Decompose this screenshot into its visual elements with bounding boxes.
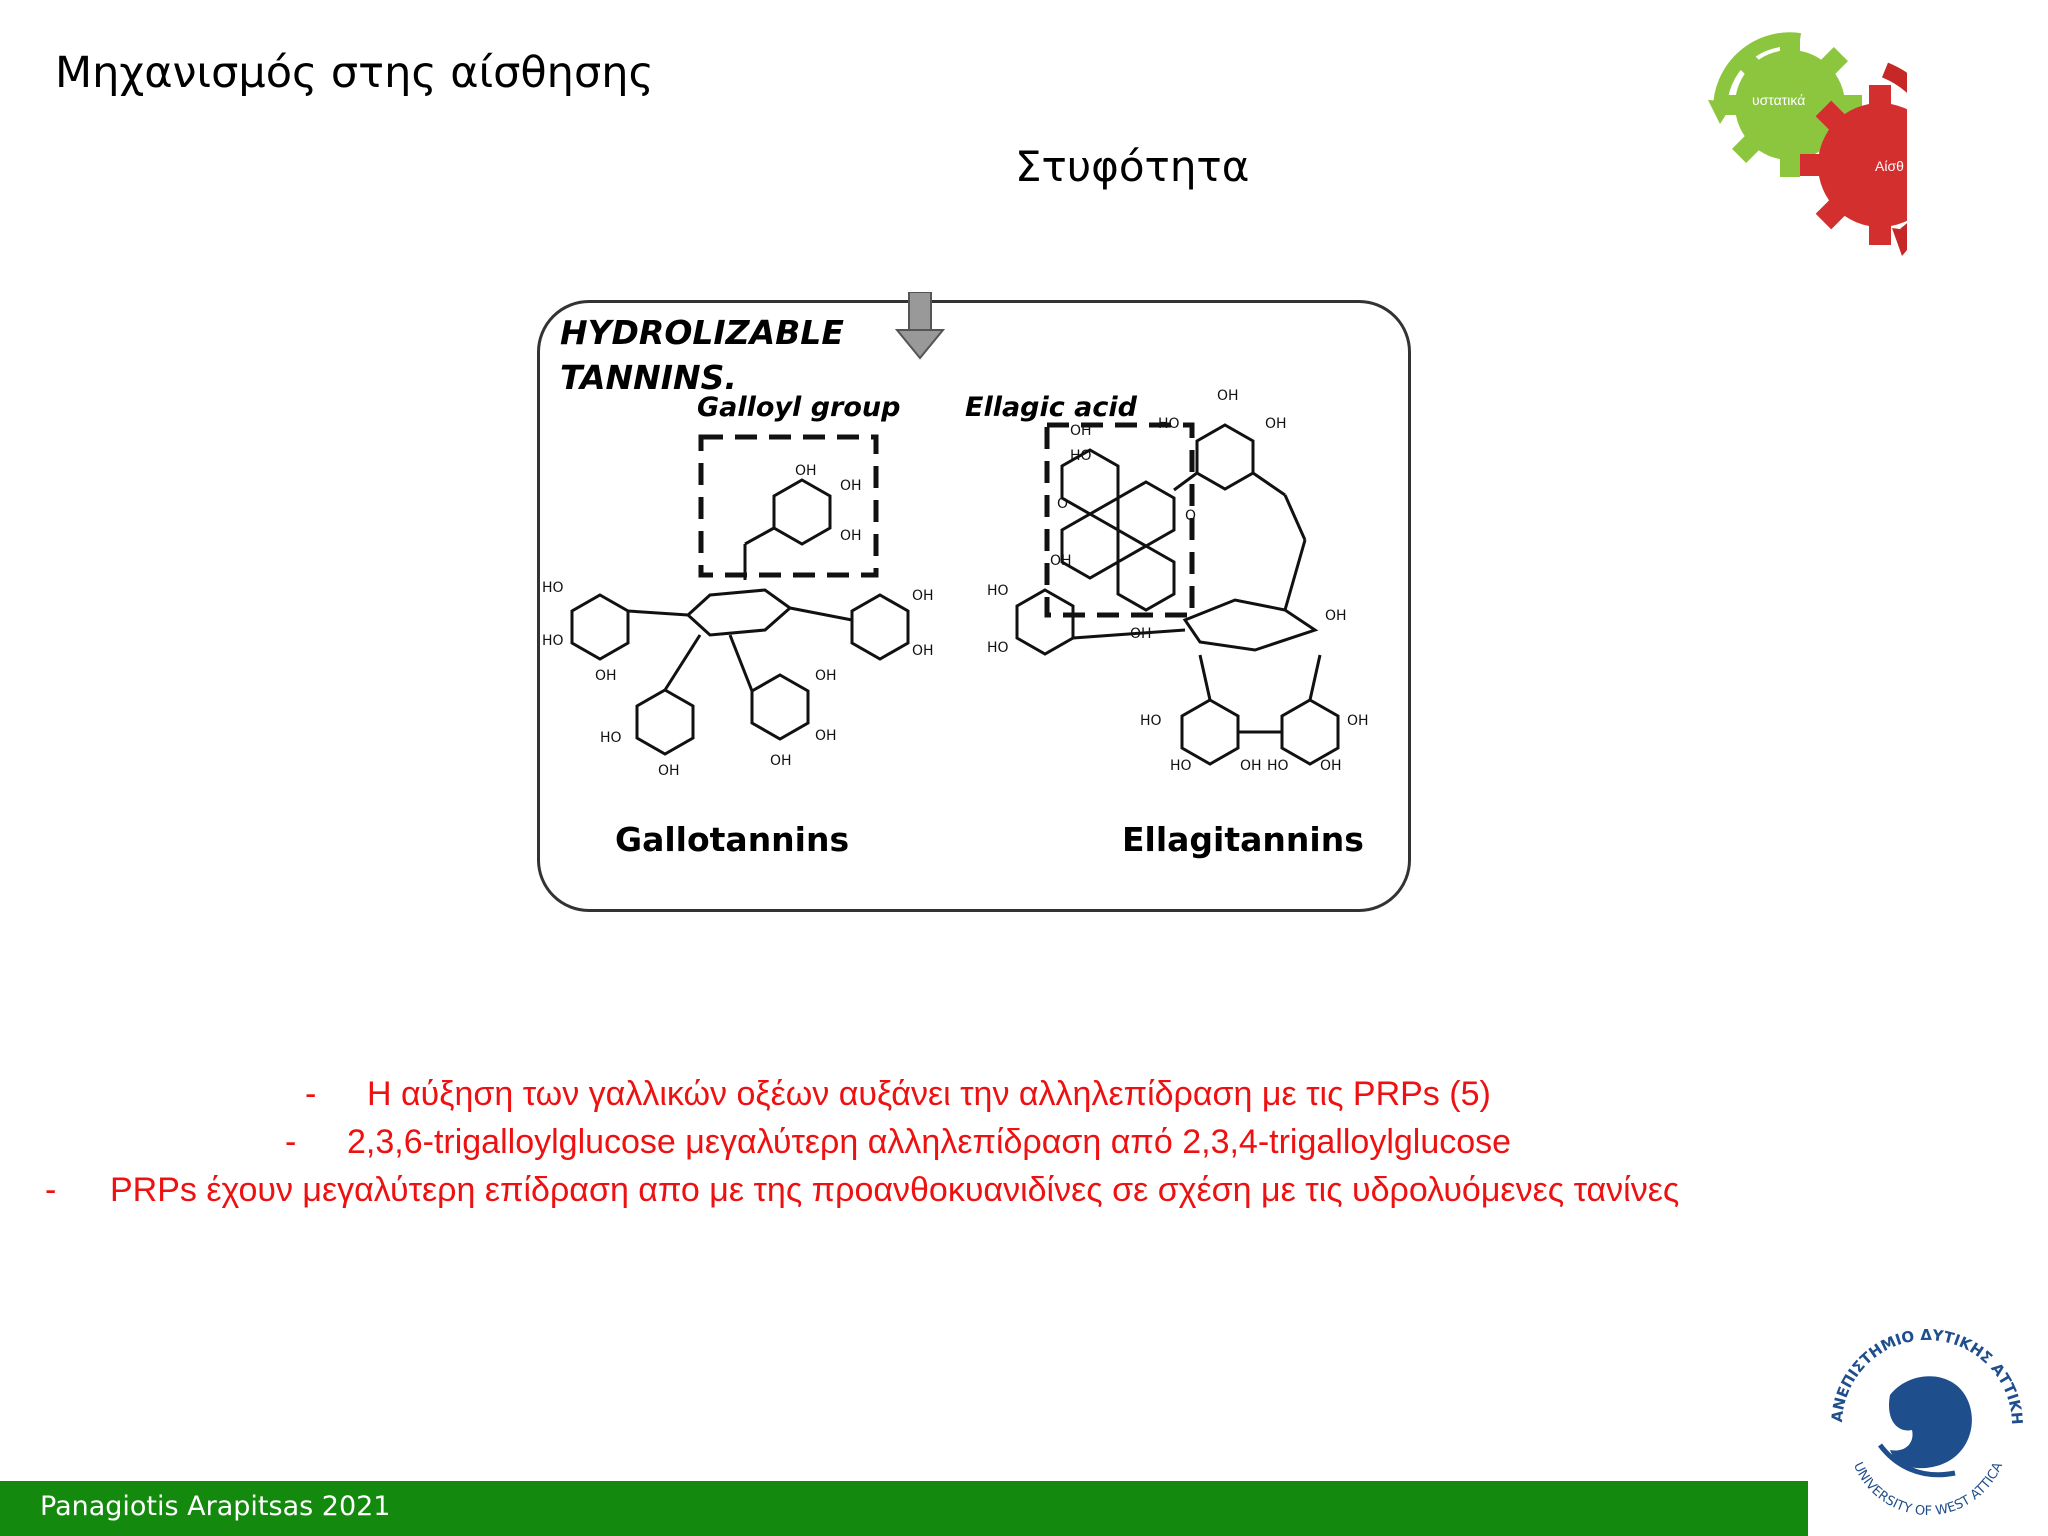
ho-label: HO [1158,416,1180,432]
oh-label: OH [658,763,680,779]
oh-label: OH [795,463,817,479]
oh-label: OH [815,728,837,744]
gears-graphic: υστατικά Αίσθ [1690,20,1953,290]
ellagitannins-label: Ellagitannins [1122,820,1364,859]
gallotannin-structure: OH OH OH HO HO OH OH OH HO OH OH OH OH [542,434,934,779]
ho-label: HO [1140,713,1162,729]
oh-label: OH [840,478,862,494]
o-label: O [1057,496,1068,512]
bullet-dash: - [285,1123,297,1161]
bullet-item: - PRPs έχουν μεγαλύτερη επίδραση απο με τ… [45,1171,1679,1210]
ho-label: HO [542,633,564,649]
logo-ring-bottom: UNIVERSITY OF WEST ATTICA [1850,1460,2006,1519]
oh-label: OH [815,668,837,684]
bullet-text: PRPs έχουν μεγαλύτερη επίδραση απο με τη… [110,1171,1680,1209]
o-label: O [1185,508,1196,524]
ho-label: HO [987,640,1009,656]
oh-label: OH [770,753,792,769]
bullet-item: - Η αύξηση των γαλλικών οξέων αυξάνει την… [305,1075,1491,1114]
ellagic-acid-label: Ellagic acid [965,392,1137,423]
bullet-text: Η αύξηση των γαλλικών οξέων αυξάνει την … [367,1075,1491,1113]
oh-label: OH [1347,713,1369,729]
bullet-dash: - [305,1075,317,1113]
slide-subtitle: Στυφότητα [1015,142,1250,191]
ho-label: HO [987,583,1009,599]
svg-text:UNIVERSITY OF WEST ATTICA: UNIVERSITY OF WEST ATTICA [1850,1460,2006,1519]
diagram-heading-line1: HYDROLIZABLE [560,313,844,352]
oh-label: OH [1070,423,1092,439]
galloyl-group-label: Galloyl group [697,392,901,423]
oh-label: OH [595,668,617,684]
bullet-dash: - [45,1171,57,1209]
footer-author: Panagiotis Arapitsas 2021 [40,1491,391,1522]
oh-label: OH [1265,416,1287,432]
ho-label: HO [1170,758,1192,774]
ho-label: HO [1267,758,1289,774]
gallotannins-label: Gallotannins [615,820,850,859]
gears-icon [1708,20,1953,290]
footer-bar: Panagiotis Arapitsas 2021 [0,1481,1808,1536]
oh-label: OH [912,643,934,659]
bullet-item: - 2,3,6-trigalloylglucose μεγαλύτερη αλλη… [285,1123,1511,1162]
university-logo-icon: ΠΑΝΕΠΙΣΤΗΜΙΟ ΔΥΤΙΚΗΣ ΑΤΤΙΚΗΣ UNIVERSITY … [1820,1315,2026,1519]
down-arrow-icon [895,292,945,360]
oh-label: OH [1050,553,1072,569]
diagram-heading: HYDROLIZABLE TANNINS. [560,310,844,400]
gear-red-label: Αίσθ [1875,158,1904,174]
oh-label: OH [1217,388,1239,404]
oh-label: OH [840,528,862,544]
diagram-heading-line2: TANNINS. [560,358,737,397]
oh-label: OH [1325,608,1347,624]
ho-label: HO [600,730,622,746]
slide-title: Μηχανισμός στης αίσθησης [55,48,654,98]
oh-label: OH [1240,758,1262,774]
ellagitannin-structure: OH OH HO OH HO O O OH HO HO OH OH HO OH … [987,388,1369,774]
ho-label: HO [542,580,564,596]
oh-label: OH [912,588,934,604]
ho-label: HO [1070,448,1092,464]
oh-label: OH [1130,626,1152,642]
gear-green-label: υστατικά [1752,92,1806,108]
oh-label: OH [1320,758,1342,774]
bullet-text: 2,3,6-trigalloylglucose μεγαλύτερη αλληλ… [347,1123,1512,1161]
